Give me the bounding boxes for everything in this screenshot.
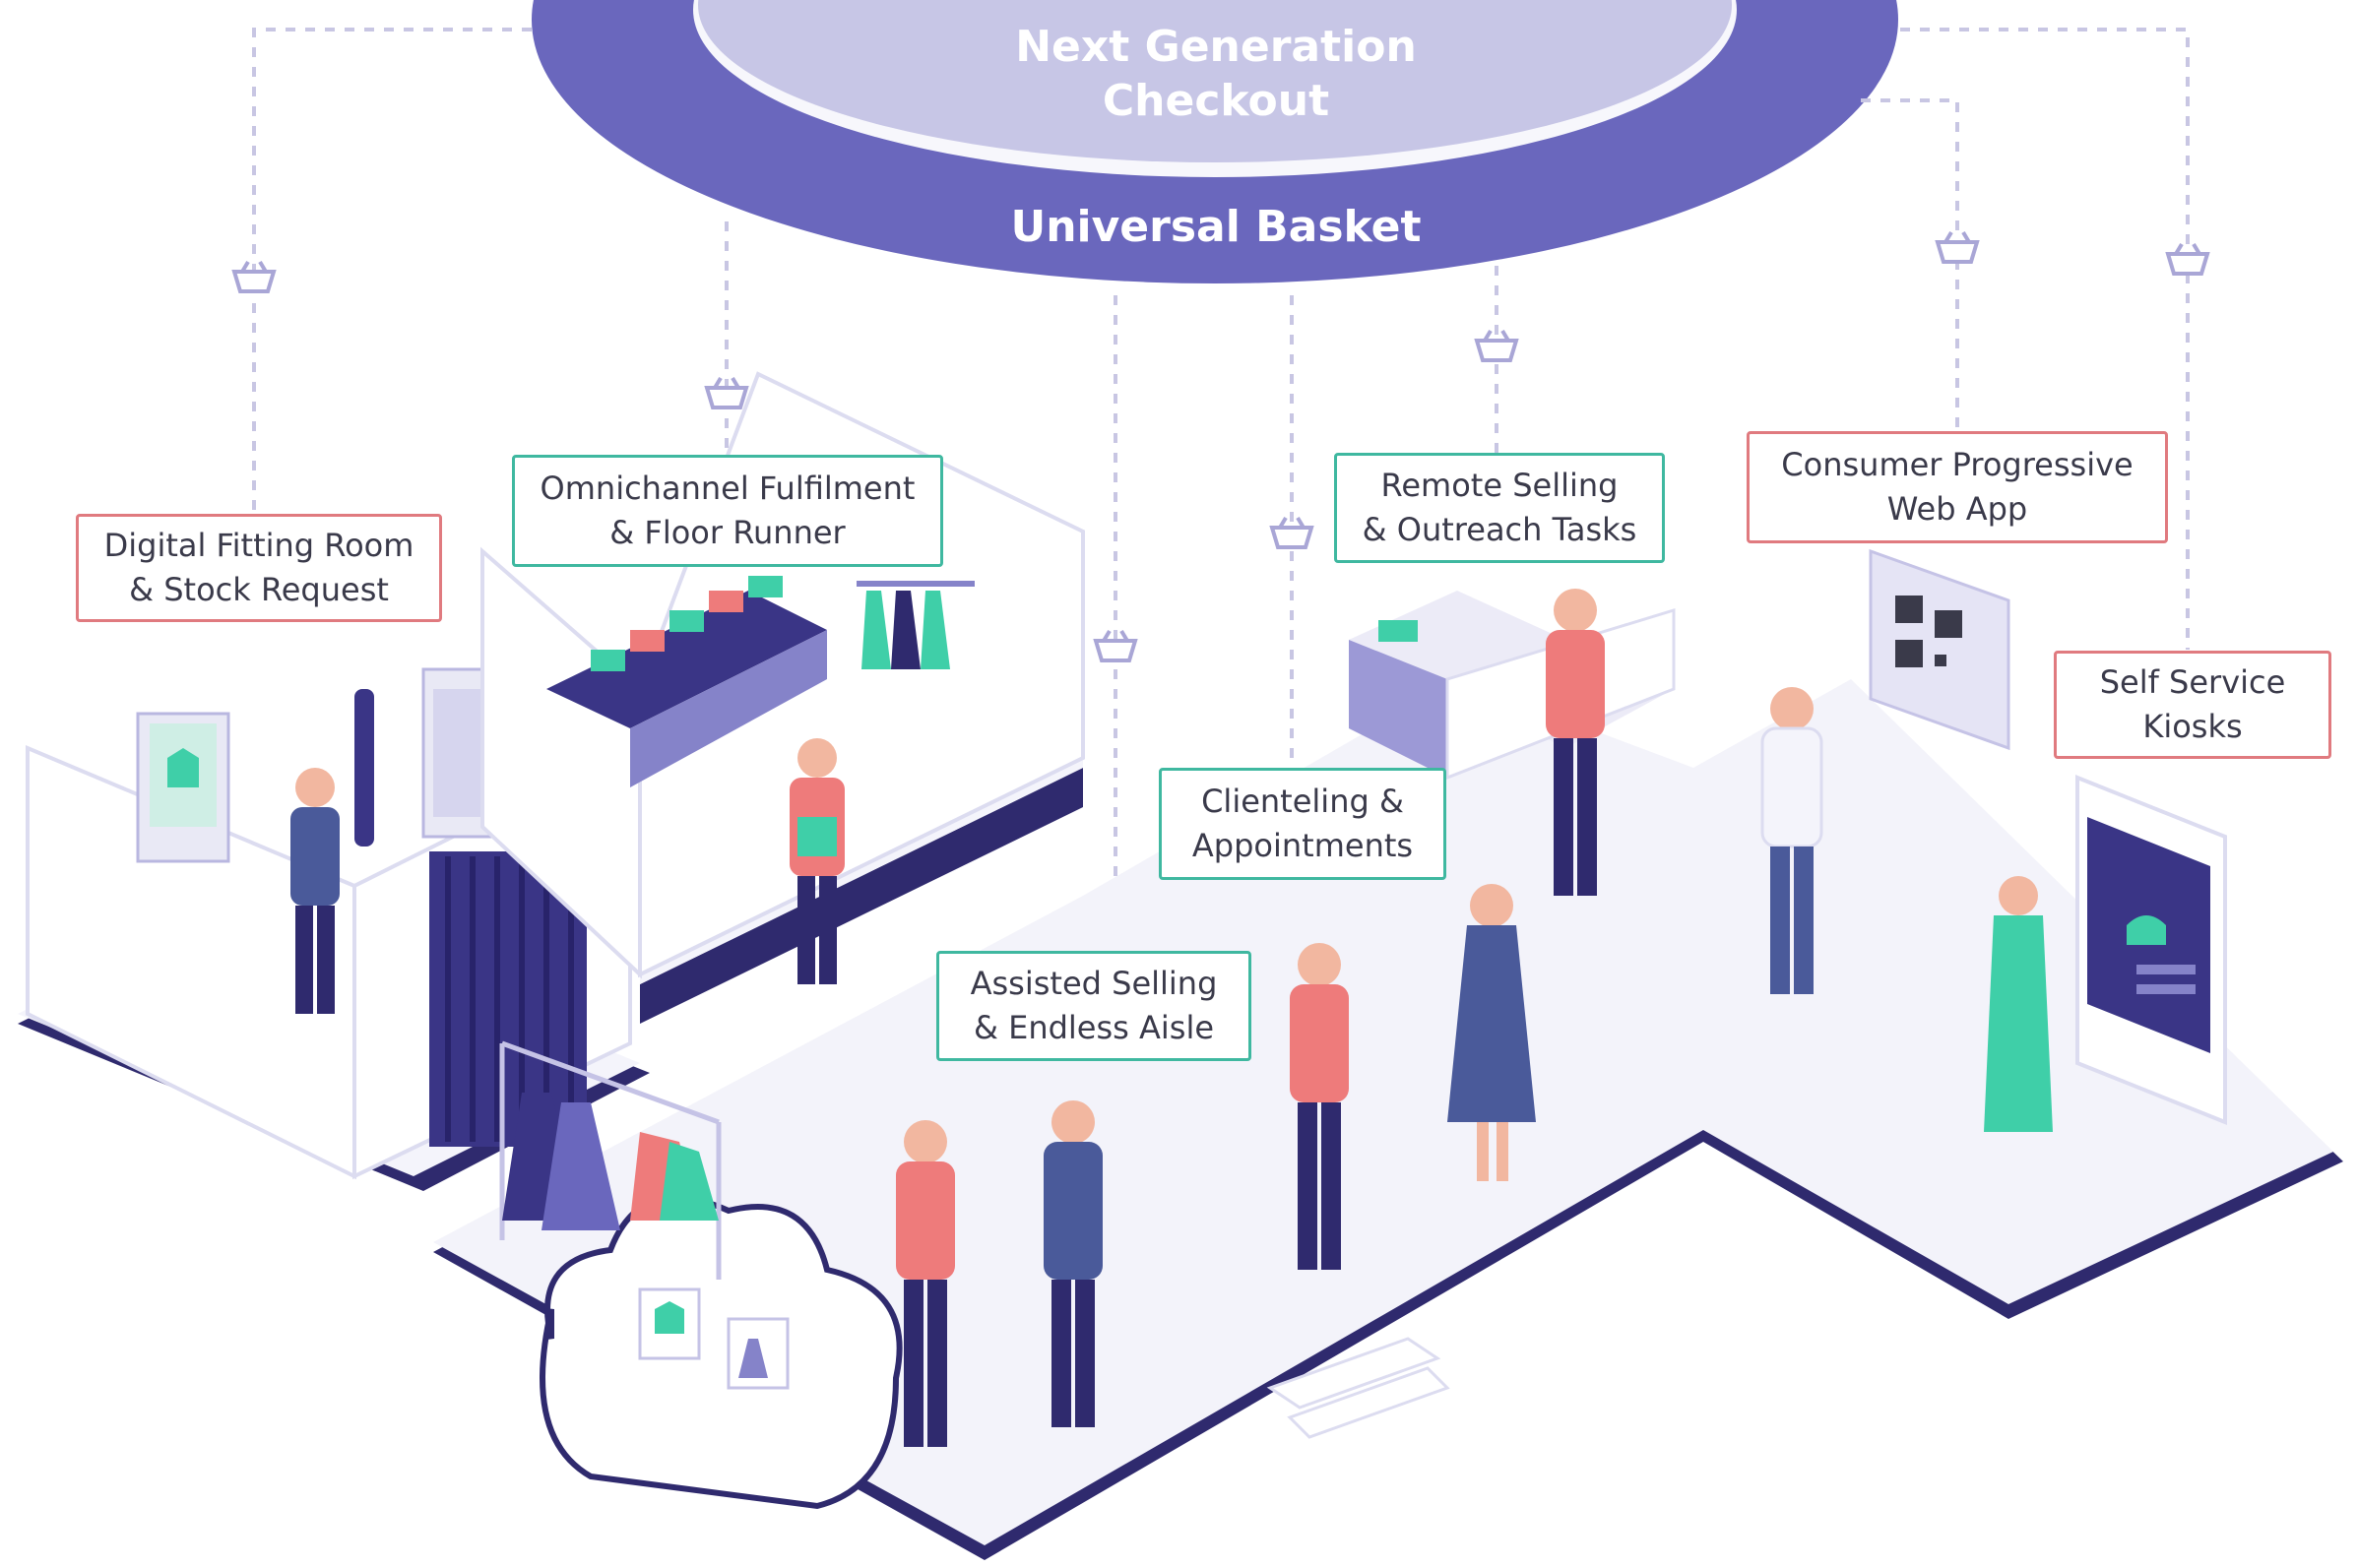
universal-basket-hub	[532, 0, 1898, 283]
floor-steps	[1266, 1337, 1450, 1439]
basket-icon	[1093, 629, 1138, 662]
label-consumer-pwa: Consumer Progressive Web App	[1747, 431, 2168, 543]
basket-icon	[704, 376, 749, 409]
label-digital-fitting-room: Digital Fitting Room & Stock Request	[76, 514, 442, 622]
label-text: & Stock Request	[129, 571, 389, 608]
rack-clothes	[502, 1093, 719, 1230]
label-text: Web App	[1886, 490, 2028, 528]
label-text: Consumer Progressive	[1781, 446, 2134, 484]
label-omnichannel-fulfilment: Omnichannel Fulfilment & Floor Runner	[512, 455, 943, 567]
basket-icon	[1474, 329, 1519, 362]
label-text: & Floor Runner	[609, 514, 846, 551]
checkout-title: Next Generation Checkout	[985, 20, 1447, 128]
checkout-title-line1: Next Generation	[1015, 22, 1417, 72]
person	[290, 768, 340, 1014]
people	[290, 589, 2053, 1447]
endless-aisle-cloud	[540, 1194, 903, 1510]
person	[1984, 876, 2053, 1132]
label-assisted-selling: Assisted Selling & Endless Aisle	[936, 951, 1251, 1061]
person	[896, 1120, 955, 1447]
person	[1447, 884, 1536, 1181]
label-text: & Outreach Tasks	[1362, 511, 1637, 548]
self-service-kiosk	[2075, 775, 2227, 1125]
label-text: Kiosks	[2142, 708, 2243, 745]
label-text: Appointments	[1191, 827, 1414, 864]
clothing-rack	[499, 1040, 722, 1280]
universal-basket-title: Universal Basket	[1010, 202, 1422, 252]
basket-icon	[1269, 516, 1314, 549]
qr-code-screen	[1869, 548, 2010, 751]
basket-icons	[231, 230, 2210, 662]
label-text: & Endless Aisle	[973, 1009, 1215, 1046]
label-text: Clienteling &	[1201, 783, 1404, 821]
label-text: Self Service	[2099, 663, 2286, 702]
label-clienteling: Clienteling & Appointments	[1159, 768, 1446, 880]
person	[1760, 687, 1823, 994]
label-text: Omnichannel Fulfilment	[540, 470, 916, 508]
label-text: Remote Selling	[1380, 467, 1619, 505]
person	[790, 738, 845, 984]
checkout-title-line2: Checkout	[1102, 76, 1330, 126]
label-text: Assisted Selling	[970, 965, 1218, 1003]
person	[1290, 943, 1349, 1270]
label-remote-selling: Remote Selling & Outreach Tasks	[1334, 453, 1665, 563]
basket-icon	[231, 260, 277, 293]
label-self-service-kiosks: Self Service Kiosks	[2054, 651, 2331, 759]
label-text: Digital Fitting Room	[103, 527, 414, 565]
person	[1546, 589, 1605, 896]
person	[1044, 1100, 1103, 1427]
basket-icon	[1935, 230, 1980, 264]
basket-icon	[2165, 242, 2210, 276]
